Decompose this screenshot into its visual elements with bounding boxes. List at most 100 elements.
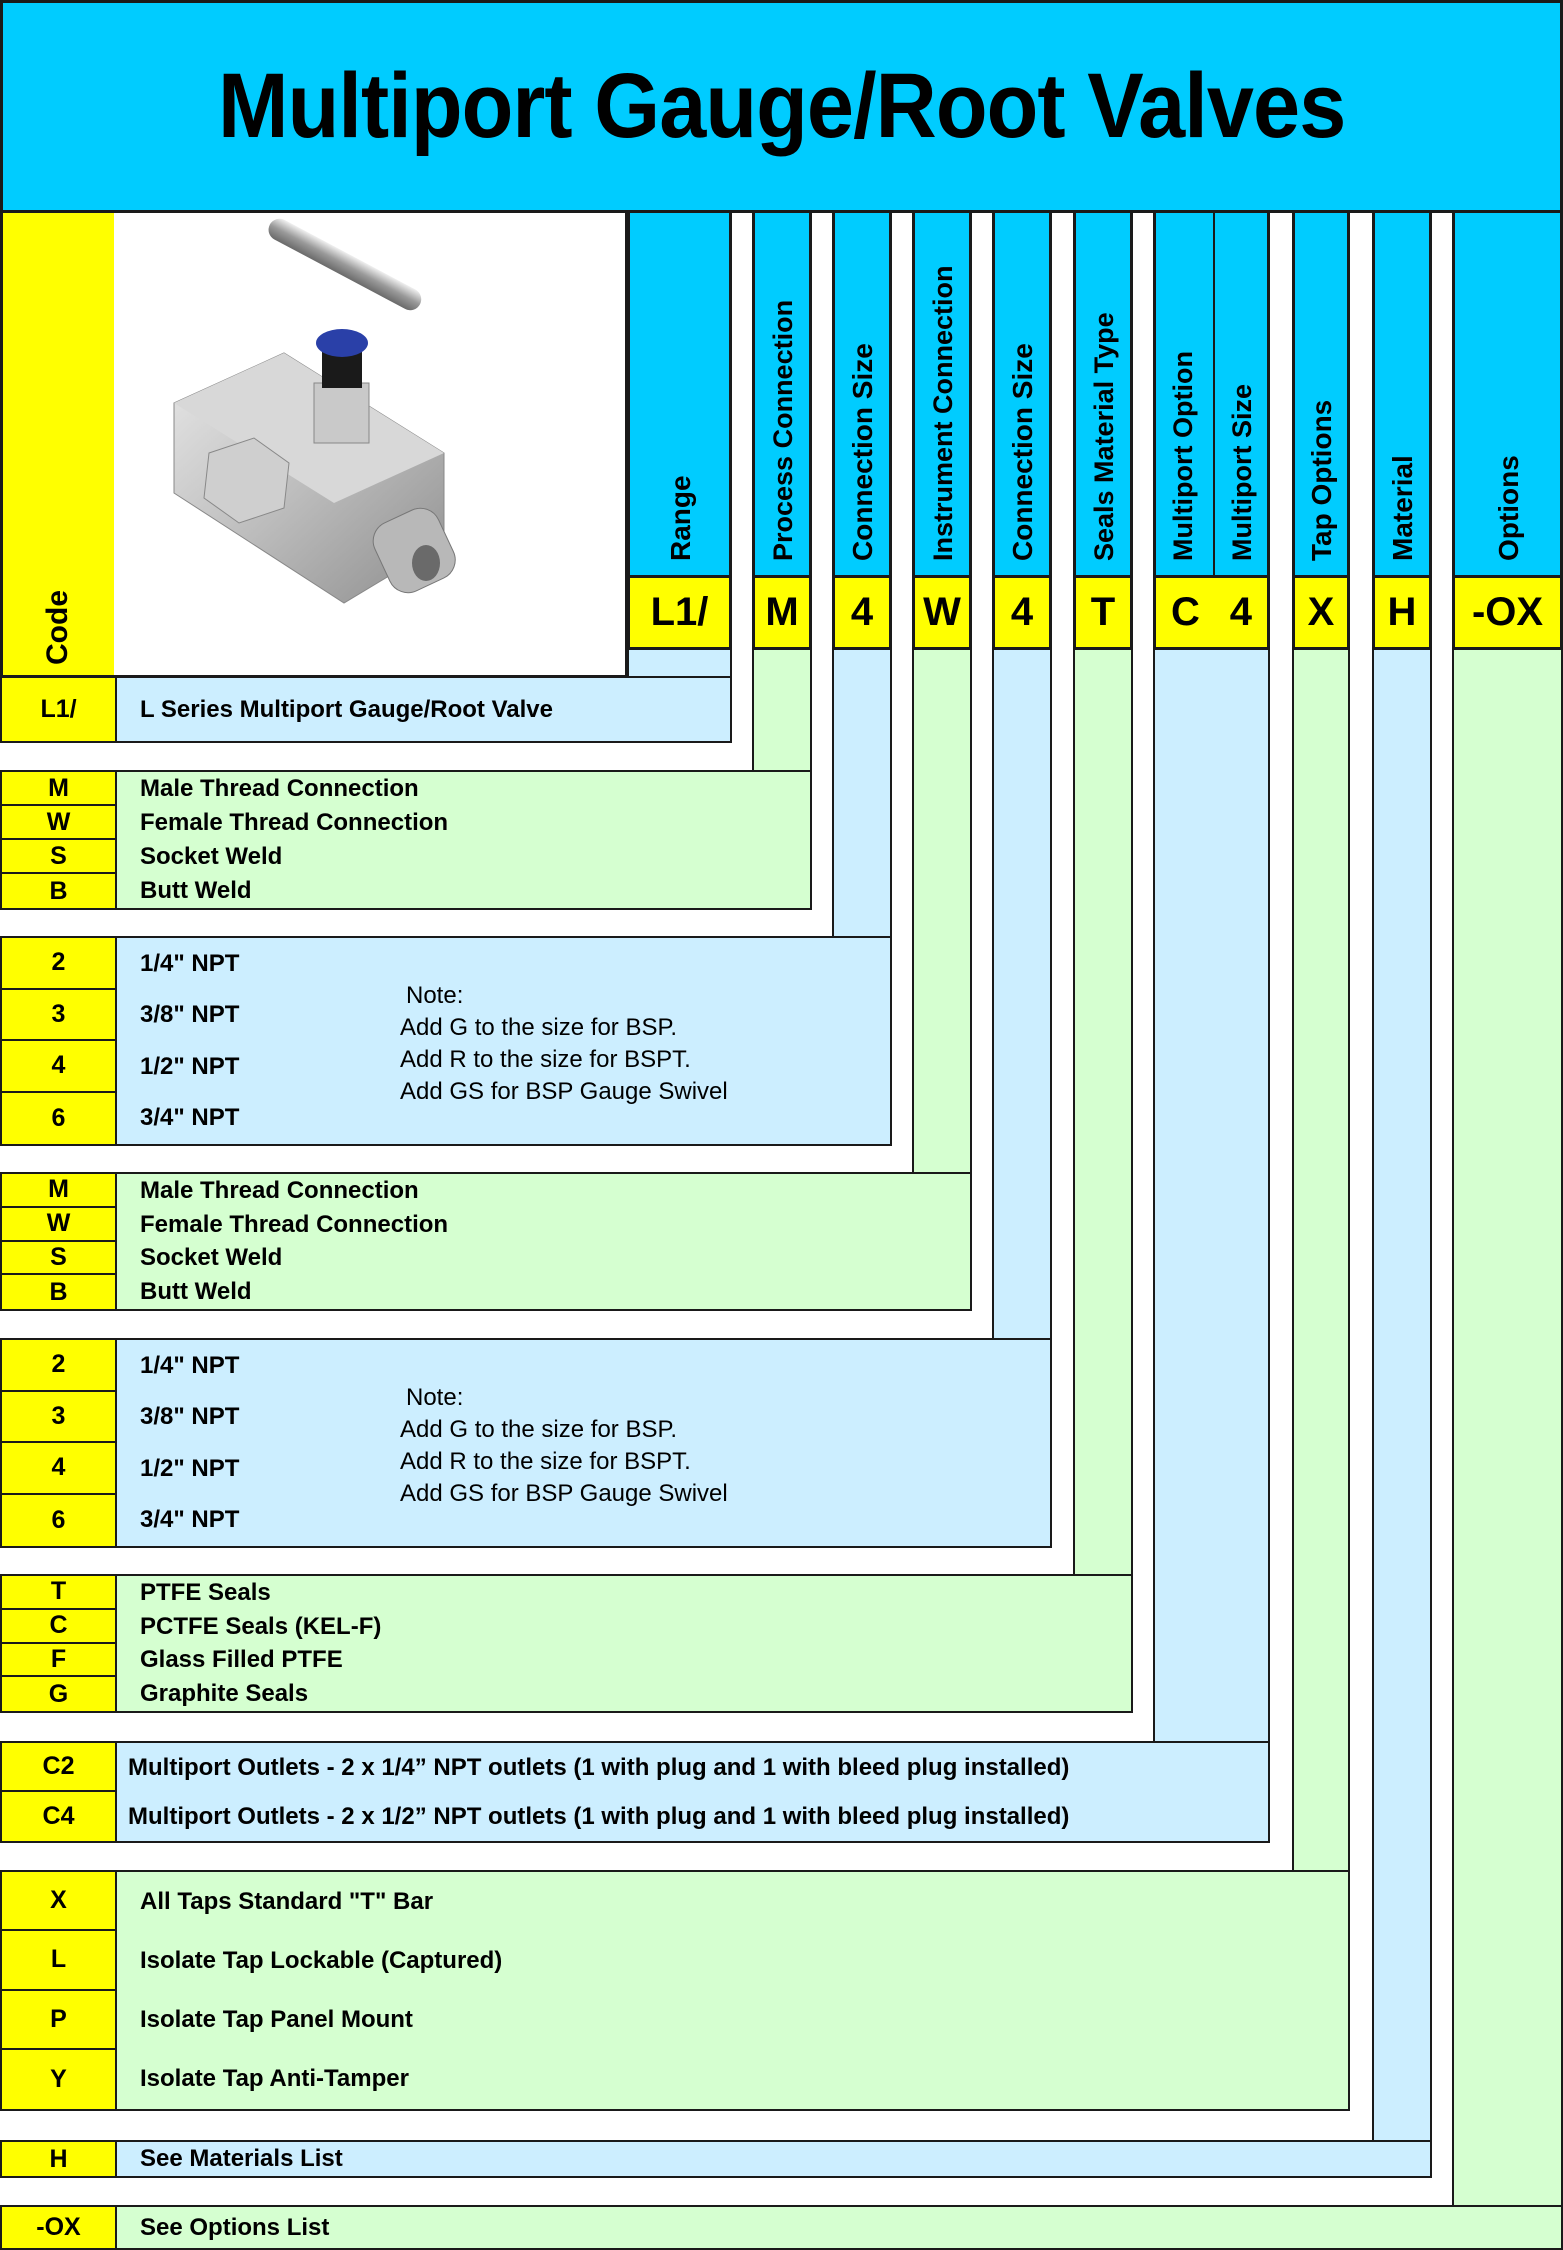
column-header-multiport-option: Multiport Option Multiport Size — [1153, 210, 1270, 575]
option-description: 1/4" NPT — [140, 949, 240, 977]
column-header-process-connection: Process Connection — [752, 210, 812, 575]
note-line: Add R to the size for BSPT. — [400, 1448, 691, 1475]
option-description: PCTFE Seals (KEL-F) — [140, 1612, 382, 1640]
column-strip-5 — [1073, 650, 1133, 1576]
valve-illustration-icon — [173, 218, 456, 604]
code-value: H — [1387, 590, 1417, 634]
option-description: 3/4" NPT — [140, 1506, 240, 1534]
note-line: Note: — [406, 982, 464, 1009]
column-strip-7 — [1292, 650, 1350, 1872]
selected-code-8: H — [1372, 575, 1432, 650]
column-strip-3 — [912, 650, 972, 1174]
option-description: Butt Weld — [140, 877, 252, 904]
column-header-connection-size: Connection Size — [992, 210, 1052, 575]
title-bar: Multiport Gauge/Root Valves — [0, 0, 1563, 213]
column-strip-1 — [752, 650, 812, 772]
option-code: M — [2, 772, 117, 806]
column-header-tap-options: Tap Options — [1292, 210, 1350, 575]
code-value: T — [1090, 590, 1116, 634]
section-range: L1/L Series Multiport Gauge/Root Valve — [0, 676, 732, 743]
option-description: Isolate Tap Lockable (Captured) — [140, 1946, 503, 1974]
column-strip-9 — [1452, 650, 1563, 2207]
column-header-options: Options — [1452, 210, 1563, 575]
option-description: Glass Filled PTFE — [140, 1646, 343, 1674]
selected-code-7: X — [1292, 575, 1350, 650]
note-line: Add GS for BSP Gauge Swivel — [400, 1480, 728, 1507]
column-header-label: Material — [1387, 455, 1418, 561]
code-value: L1/ — [650, 590, 709, 634]
product-image-panel — [114, 210, 628, 678]
option-code: M — [2, 1174, 117, 1208]
note-line: Add GS for BSP Gauge Swivel — [400, 1078, 728, 1105]
option-code: 4 — [2, 1443, 117, 1495]
note-line: Add G to the size for BSP. — [400, 1416, 678, 1443]
code-column-header: Code — [0, 210, 117, 678]
option-description: All Taps Standard "T" Bar — [140, 1887, 434, 1915]
column-strip-6 — [1153, 650, 1270, 1743]
option-description: 1/4" NPT — [140, 1351, 240, 1379]
selected-code-0: L1/ — [627, 575, 732, 650]
option-description: 3/8" NPT — [140, 1001, 240, 1029]
option-description: Graphite Seals — [140, 1680, 309, 1708]
option-code: Y — [2, 2049, 117, 2109]
option-description: 3/4" NPT — [140, 1104, 240, 1132]
option-code: G — [2, 1677, 117, 1711]
option-code: -OX — [2, 2207, 117, 2248]
column-header-label: Process Connection — [768, 299, 798, 561]
option-code: F — [2, 1643, 117, 1678]
option-code: C2 — [2, 1743, 117, 1792]
column-header-label: Seals Material Type — [1089, 312, 1119, 561]
option-code: S — [2, 840, 117, 874]
option-code: 4 — [2, 1041, 117, 1093]
option-description: L Series Multiport Gauge/Root Valve — [140, 695, 553, 723]
option-code: P — [2, 1990, 117, 2050]
column-header-instrument-connection: Instrument Connection — [912, 210, 972, 575]
column-header-connection-size: Connection Size — [832, 210, 892, 575]
column-header-seals-material-type: Seals Material Type — [1073, 210, 1133, 575]
option-code: C4 — [2, 1792, 117, 1841]
column-header-label: Multiport Size — [1226, 384, 1257, 561]
option-code: H — [2, 2142, 117, 2176]
column-header-label: Instrument Connection — [928, 265, 958, 562]
header-divider — [1212, 213, 1215, 575]
code-value: -OX — [1471, 590, 1544, 634]
column-header-range: Range — [627, 210, 732, 575]
option-code: X — [2, 1872, 117, 1932]
note-line: Note: — [406, 1384, 464, 1411]
option-code: C — [2, 1609, 117, 1644]
option-description: Butt Weld — [140, 1278, 252, 1306]
option-description: See Materials List — [140, 2145, 343, 2172]
option-description: 1/2" NPT — [140, 1454, 240, 1482]
column-strip-2 — [832, 650, 892, 938]
note-line: Add G to the size for BSP. — [400, 1014, 678, 1041]
option-description: Multiport Outlets - 2 x 1/2” NPT outlets… — [128, 1802, 1070, 1830]
option-description: 3/8" NPT — [140, 1403, 240, 1431]
code-value: M — [765, 590, 799, 634]
selected-code-4: 4 — [992, 575, 1052, 650]
option-code: T — [2, 1576, 117, 1610]
option-code: 6 — [2, 1092, 117, 1144]
option-code: B — [2, 874, 117, 908]
code-header-label: Code — [41, 590, 74, 665]
option-code: 3 — [2, 989, 117, 1041]
option-code: 6 — [2, 1494, 117, 1546]
option-description: PTFE Seals — [140, 1578, 271, 1606]
size-note: Note: Add G to the size for BSP. Add R to … — [400, 980, 728, 1108]
column-header-label: Range — [664, 475, 696, 561]
column-header-label: Tap Options — [1306, 399, 1337, 561]
option-description: Male Thread Connection — [140, 775, 419, 802]
selected-code-3: W — [912, 575, 972, 650]
code-value: X — [1307, 590, 1335, 634]
option-code: S — [2, 1241, 117, 1276]
option-description: 1/2" NPT — [140, 1052, 240, 1080]
note-line: Add R to the size for BSPT. — [400, 1046, 691, 1073]
column-header-label: Connection Size — [847, 343, 878, 561]
code-value: 4 — [850, 590, 874, 634]
column-header-label: Multiport Option — [1168, 351, 1199, 561]
option-description: Socket Weld — [140, 1244, 283, 1272]
selected-code-9: -OX — [1452, 575, 1563, 650]
